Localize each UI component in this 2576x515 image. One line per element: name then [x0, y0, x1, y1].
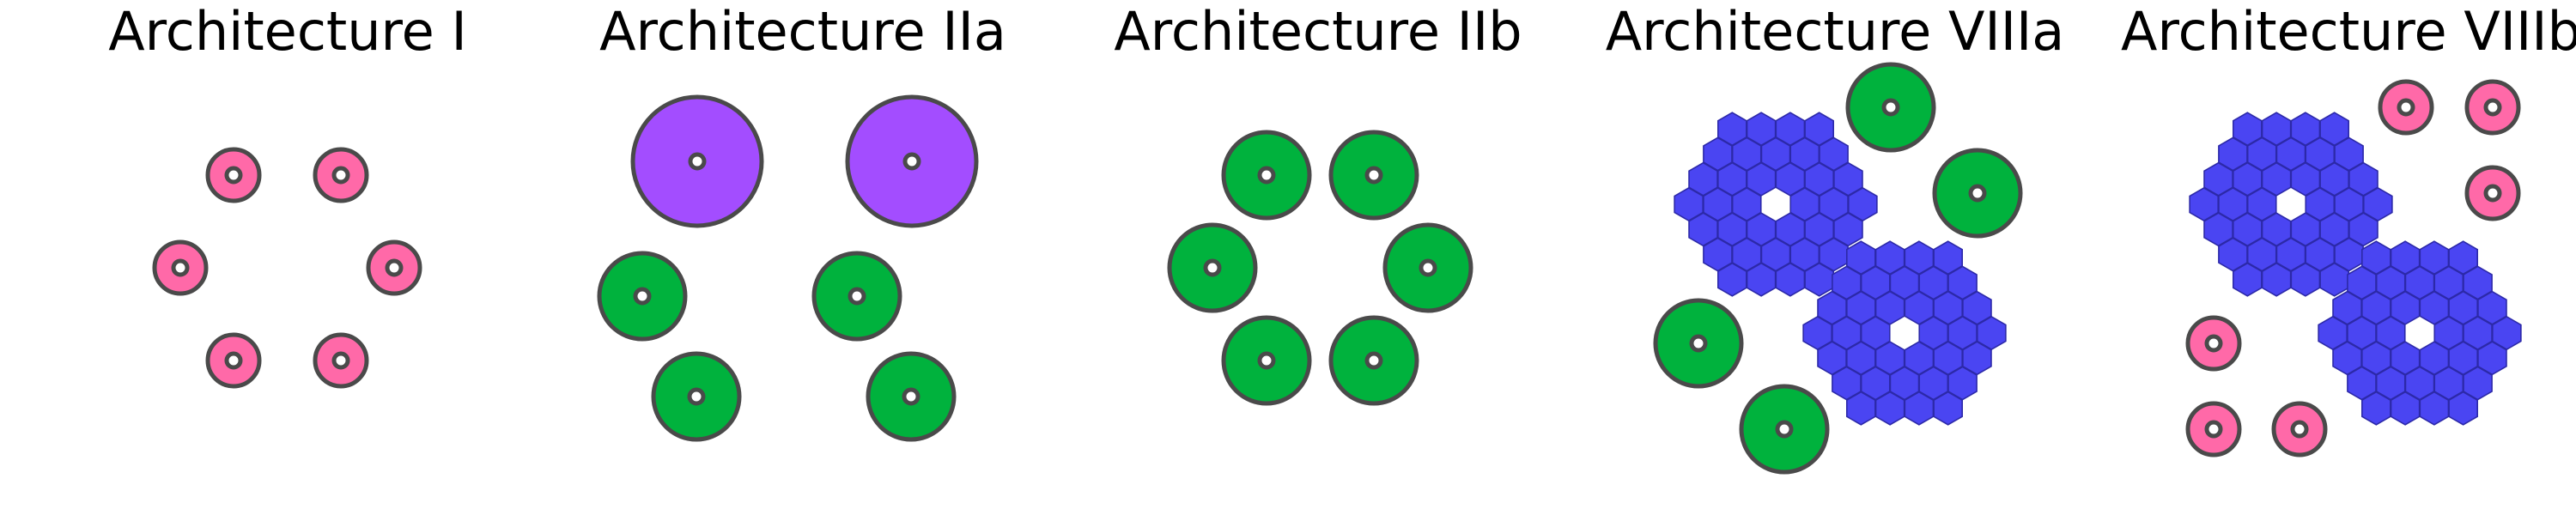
small-mirror [2185, 315, 2242, 372]
medium-mirror [1653, 298, 1744, 389]
medium-mirror [1739, 384, 1830, 475]
medium-mirror-center-hole [1257, 166, 1276, 185]
small-mirror-center-hole [2290, 420, 2309, 439]
mirror-segment [2448, 391, 2478, 426]
medium-mirror [1328, 315, 1419, 406]
small-mirror [2464, 165, 2521, 221]
medium-mirror-center-hole [1364, 166, 1383, 185]
small-mirror [2378, 79, 2434, 136]
title-architecture-viiib: Architecture VIIIb [2121, 0, 2576, 63]
medium-mirror-center-hole [1881, 98, 1900, 117]
small-mirror-center-hole [2204, 334, 2223, 353]
title-architecture-iia: Architecture IIa [599, 0, 1006, 63]
medium-mirror [1932, 148, 2023, 239]
medium-mirror-center-hole [1968, 184, 1987, 203]
small-mirror-center-hole [171, 258, 190, 277]
segmented-mirror [1674, 112, 1878, 297]
small-mirror-center-hole [224, 351, 243, 370]
small-mirror [152, 239, 209, 296]
medium-mirror-center-hole [902, 387, 920, 406]
medium-mirror [1167, 222, 1258, 313]
large-mirror-center-hole [688, 152, 707, 171]
medium-mirror-center-hole [1689, 334, 1708, 353]
medium-mirror-center-hole [1419, 258, 1437, 277]
small-mirror-center-hole [2483, 184, 2502, 203]
mirror-segment [1804, 262, 1834, 297]
small-mirror [313, 147, 369, 203]
title-architecture-i: Architecture I [108, 0, 467, 63]
small-mirror [2464, 79, 2521, 136]
medium-mirror [811, 251, 902, 342]
small-mirror-center-hole [331, 351, 350, 370]
segmented-mirror [2189, 112, 2393, 297]
small-mirror [205, 147, 262, 203]
medium-mirror-center-hole [1775, 420, 1794, 439]
small-mirror [205, 332, 262, 389]
small-mirror [366, 239, 422, 296]
small-mirror-center-hole [331, 166, 350, 185]
medium-mirror-center-hole [1257, 351, 1276, 370]
panel-architecture-i [152, 147, 422, 389]
segmented-mirror [1802, 240, 2007, 426]
medium-mirror-center-hole [1203, 258, 1222, 277]
large-mirror [845, 94, 979, 228]
small-mirror-center-hole [2204, 420, 2223, 439]
title-architecture-iib: Architecture IIb [1114, 0, 1522, 63]
large-mirror-center-hole [902, 152, 921, 171]
small-mirror [2271, 401, 2328, 457]
medium-mirror [866, 351, 957, 442]
medium-mirror-center-hole [1364, 351, 1383, 370]
segmented-mirror [2318, 240, 2522, 426]
medium-mirror-center-hole [633, 287, 652, 306]
mirror-segment [2319, 262, 2349, 297]
title-architecture-viiia: Architecture VIIIa [1606, 0, 2065, 63]
medium-mirror [597, 251, 688, 342]
small-mirror-center-hole [224, 166, 243, 185]
small-mirror-center-hole [2483, 98, 2502, 117]
small-mirror-center-hole [385, 258, 404, 277]
panel-architecture-viiib [2185, 79, 2522, 457]
medium-mirror [1221, 130, 1312, 221]
medium-mirror [1845, 62, 1936, 153]
small-mirror [2185, 401, 2242, 457]
mirror-segment [1933, 391, 1963, 426]
medium-mirror [1221, 315, 1312, 406]
large-mirror [630, 94, 764, 228]
medium-mirror [651, 351, 742, 442]
medium-mirror-center-hole [848, 287, 866, 306]
medium-mirror-center-hole [687, 387, 706, 406]
medium-mirror [1382, 222, 1473, 313]
panel-architecture-iib [1167, 130, 1473, 406]
medium-mirror [1328, 130, 1419, 221]
panel-architecture-iia [597, 94, 979, 442]
small-mirror [313, 332, 369, 389]
panel-architecture-viiia [1653, 62, 2023, 475]
small-mirror-center-hole [2397, 98, 2415, 117]
